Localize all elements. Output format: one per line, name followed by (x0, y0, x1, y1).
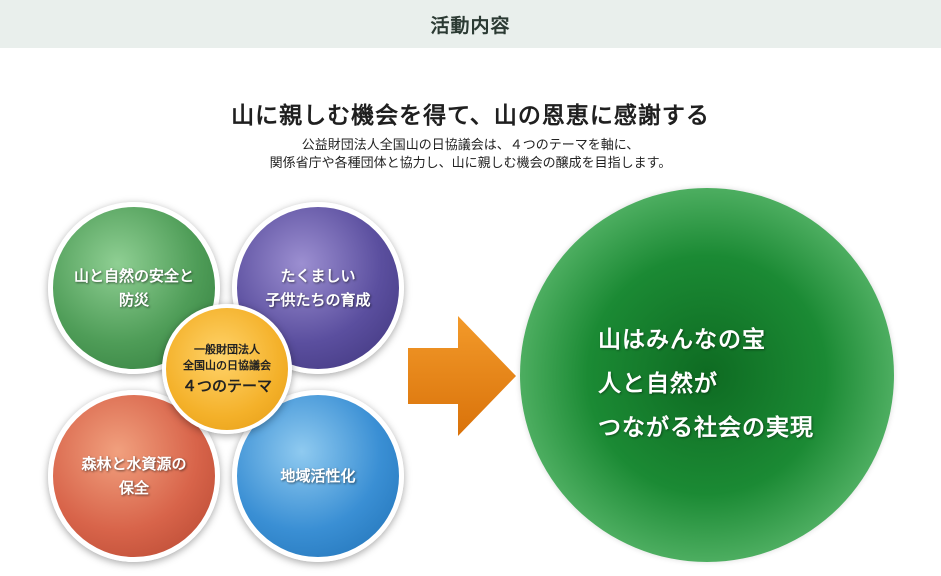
goal-text: 山はみんなの宝 人と自然が つながる社会の実現 (598, 318, 814, 450)
goal-circle (520, 188, 894, 562)
theme-label: 地域活性化 (280, 467, 356, 485)
center-circle-four-themes: 一般財団法人 全国山の日協議会 ４つのテーマ (162, 304, 292, 434)
goal-line: 山はみんなの宝 (598, 327, 766, 353)
goal-line: 人と自然が (598, 371, 718, 397)
intro-text: 公益財団法人全国山の日協議会は、４つのテーマを軸に、 関係省庁や各種団体と協力し… (0, 137, 941, 173)
center-theme-label: ４つのテーマ (181, 376, 272, 395)
center-org-line2: 全国山の日協議会 (183, 358, 271, 372)
center-org-line1: 一般財団法人 (194, 342, 260, 356)
intro-line: 関係省庁や各種団体と協力し、山に親しむ機会の醸成を目指します。 (269, 156, 672, 171)
intro-line: 公益財団法人全国山の日協議会は、４つのテーマを軸に、 (301, 138, 640, 153)
section-title: 活動内容 (430, 14, 511, 37)
section-header: 活動内容 (0, 0, 941, 48)
theme-circle-safety: 山と自然の安全と 防災 (48, 202, 220, 374)
arrow-right-icon (408, 316, 516, 436)
main-heading: 山に親しむ機会を得て、山の恩恵に感謝する (231, 103, 710, 129)
theme-label: たくましい 子供たちの育成 (265, 267, 371, 309)
theme-label: 山と自然の安全と 防災 (73, 267, 194, 309)
goal-line: つながる社会の実現 (598, 415, 814, 441)
theme-label: 森林と水資源の 保全 (81, 455, 187, 497)
